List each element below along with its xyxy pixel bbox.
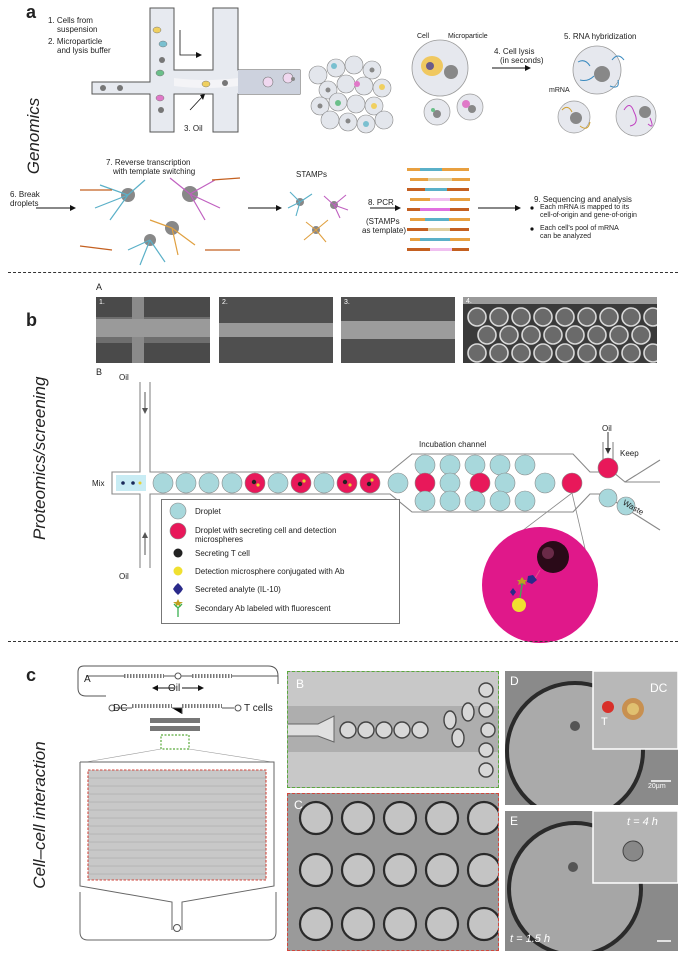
panel-letter-c: c (26, 665, 37, 685)
panel-c-sub-a: A (84, 674, 91, 685)
panel-c-sub-b: B (296, 677, 305, 691)
step-9-label: 9. Sequencing and analysis (534, 195, 632, 204)
bullet-2-text-line2: can be analyzed (540, 233, 591, 240)
step-8-label-line3: as template) (362, 226, 407, 235)
dc-label: DC (113, 703, 128, 714)
legend-secondary-ab: Secondary Ab labeled with fluorescent (195, 604, 331, 613)
oil-right-label: Oil (602, 424, 612, 433)
legend-analyte: Secreted analyte (IL-10) (195, 585, 281, 594)
micrograph-b: B (287, 671, 499, 788)
bullet-2-text: Each cell's pool of mRNA (540, 225, 619, 232)
step-7-label-line2: with template switching (113, 167, 196, 176)
scale-bar-label: 20µm (648, 783, 666, 790)
legend-t-cell: Secreting T cell (195, 549, 250, 558)
divider-a-b (8, 272, 678, 273)
step-7-label: 7. Reverse transcription (106, 158, 191, 167)
panel-b-sub-a: A (96, 282, 103, 292)
micrograph-2-label: 2. (222, 299, 228, 306)
legend-droplet: Droplet (195, 507, 221, 516)
oil-label-c: Oil (168, 683, 181, 694)
rt-pcr-diagram (36, 168, 534, 266)
oil-bottom-label: Oil (119, 572, 129, 581)
micrograph-1: 1. (96, 297, 210, 363)
legend-box: Droplet Droplet with secreting cell and … (161, 499, 400, 624)
inset-time-label: t = 4 h (627, 816, 658, 828)
stamps-label: STAMPs (296, 170, 327, 179)
step-3-label: 3. Oil (184, 124, 203, 133)
micrograph-2: 2. (219, 297, 333, 363)
microparticle-label: Microparticle (448, 33, 488, 40)
micrograph-d: D T DC 20µm (505, 671, 678, 805)
step-8-label: 8. PCR (368, 198, 394, 207)
oil-top-label: Oil (119, 373, 129, 382)
panel-letter-b: b (26, 310, 37, 330)
micrograph-4-label: 4. (466, 298, 472, 305)
step-5-label: 5. RNA hybridization (564, 32, 637, 41)
micrograph-3: 3. (341, 297, 455, 363)
step-1-label-line2: suspension (57, 25, 98, 34)
panel-c-sub-d: D (510, 674, 519, 688)
micrograph-c: C (287, 793, 499, 951)
main-time-label: t = 1.5 h (510, 933, 551, 945)
droplet-generator-chip (91, 7, 657, 137)
micrograph-4: 4. (463, 297, 657, 363)
cell-label: Cell (417, 33, 430, 40)
step-4-label-line2: (in seconds) (500, 56, 544, 65)
mix-label: Mix (92, 479, 105, 488)
inset-dc-label: DC (650, 681, 668, 695)
panel-b-sub-b: B (96, 367, 103, 377)
micrograph-3-label: 3. (344, 299, 350, 306)
inset-t-label: T (601, 716, 608, 728)
panel-c-sub-c: C (294, 798, 303, 812)
bullet-1-text: Each mRNA is mapped to its (540, 204, 630, 211)
legend-droplet-secreting: Droplet with secreting cell and detectio… (195, 526, 337, 544)
bullet-1-text-line2: cell-of-origin and gene-of-origin (540, 212, 637, 219)
step-2-label-line2: and lysis buffer (57, 46, 111, 55)
step-8-label-line2: (STAMPs (366, 217, 400, 226)
keep-label: Keep (620, 449, 639, 458)
micrograph-1-label: 1. (99, 299, 105, 306)
divider-b-c (8, 641, 678, 642)
t-cells-label: T cells (244, 703, 273, 714)
step-2-label: 2. Microparticle (48, 37, 103, 46)
legend-microsphere: Detection microsphere conjugated with Ab (195, 567, 345, 576)
panel-letter-a: a (26, 2, 37, 22)
screening-chip (111, 382, 661, 643)
micrograph-e: E t = 4 h t = 1.5 h (505, 811, 678, 951)
panel-c-sub-e: E (510, 814, 519, 828)
incubation-channel-label: Incubation channel (419, 440, 487, 449)
step-6-label: 6. Break (10, 190, 40, 199)
step-6-label-line2: droplets (10, 199, 39, 208)
step-4-label: 4. Cell lysis (494, 47, 535, 56)
panel-c-side-title: Cell–cell interaction (30, 741, 49, 889)
cell-pairing-chip (77, 665, 279, 941)
mrna-label: mRNA (549, 87, 570, 94)
step-1-label: 1. Cells from (48, 16, 93, 25)
